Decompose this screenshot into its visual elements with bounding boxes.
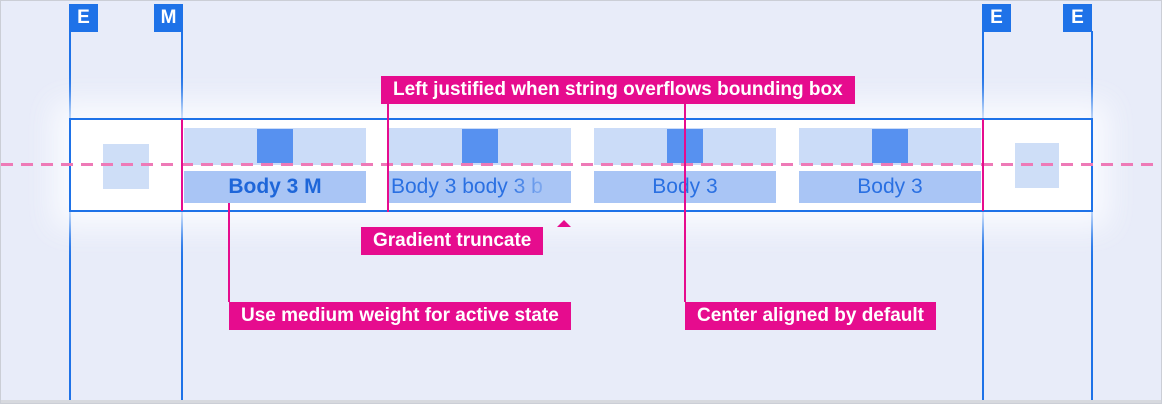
measure-line-edge-right <box>982 119 984 211</box>
callout-gradient-truncate: Gradient truncate <box>361 220 572 255</box>
measure-line-margin-left <box>181 119 183 211</box>
leading-icon-placeholder <box>103 144 149 189</box>
tab-label: Body 3 body 3 b <box>391 175 543 198</box>
tab-label-area: Body 3 M <box>184 171 366 203</box>
screenshot-bottom-edge <box>1 400 1161 403</box>
tab-padding-block <box>799 128 981 165</box>
spacing-badge-e-right-inner: E <box>982 4 1011 32</box>
tab-padding-block <box>389 128 571 165</box>
guide-line-edge-left <box>69 31 71 400</box>
tab-label: Body 3 <box>857 175 923 198</box>
callout-center-aligned: Center aligned by default <box>685 302 936 330</box>
tab-item[interactable]: Body 3 body 3 b <box>389 128 571 203</box>
tab-padding-block <box>184 128 366 165</box>
callout-line-center-aligned <box>684 104 686 302</box>
tab-label-area: Body 3 <box>799 171 981 203</box>
spacing-badge-e-right-outer: E <box>1063 4 1092 32</box>
callout-line-left-justified <box>387 104 389 212</box>
callout-medium-weight: Use medium weight for active state <box>229 302 571 330</box>
tab-touch-target-marker <box>462 129 498 163</box>
tab-label: Body 3 M <box>228 175 322 198</box>
callout-line-medium-weight <box>228 203 230 302</box>
tab-item[interactable]: Body 3 M <box>184 128 366 203</box>
spacing-badge-m: M <box>154 4 183 32</box>
tab-item[interactable]: Body 3 <box>799 128 981 203</box>
tab-touch-target-marker <box>872 129 908 163</box>
spacing-badge-e-left: E <box>69 4 98 32</box>
guide-line-edge-right-inner <box>982 31 984 400</box>
callout-left-justified: Left justified when string overflows bou… <box>381 76 855 104</box>
baseline-dashed-line <box>1 163 1161 166</box>
guide-line-edge-right-outer <box>1091 31 1093 400</box>
tab-label-area: Body 3 body 3 b <box>389 171 571 203</box>
tab-touch-target-marker <box>257 129 293 163</box>
gradient-truncate-fade <box>507 171 571 203</box>
guide-line-margin-left <box>181 31 183 400</box>
